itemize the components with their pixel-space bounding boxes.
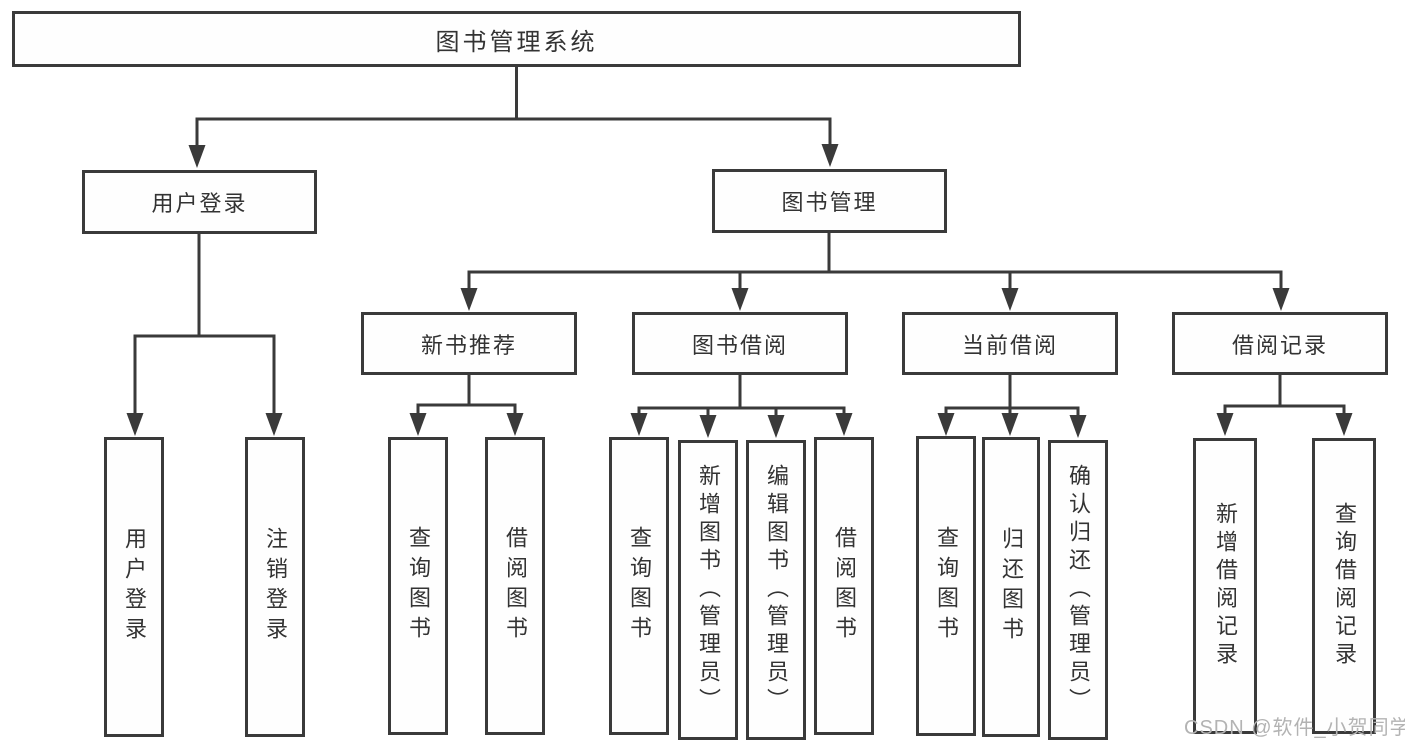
node-logout-action: 注销登录 xyxy=(245,437,305,737)
node-br-query-record: 查询借阅记录 xyxy=(1312,438,1376,734)
node-borrowing-records: 借阅记录 xyxy=(1172,312,1388,375)
node-new-book-recommendation: 新书推荐 xyxy=(361,312,577,375)
node-bb-borrow-books: 借阅图书 xyxy=(814,437,874,735)
node-root: 图书管理系统 xyxy=(12,11,1021,67)
node-bb-add-books-admin: 新增图书（管理员） xyxy=(678,440,738,740)
node-cb-return-books: 归还图书 xyxy=(982,437,1040,737)
node-user-login: 用户登录 xyxy=(82,170,317,234)
node-book-management: 图书管理 xyxy=(712,169,947,233)
node-book-borrowing: 图书借阅 xyxy=(632,312,848,375)
node-br-add-record: 新增借阅记录 xyxy=(1193,438,1257,734)
node-nbr-query-books: 查询图书 xyxy=(388,437,448,735)
node-cb-confirm-return-admin: 确认归还（管理员） xyxy=(1048,440,1108,740)
node-bb-query-books: 查询图书 xyxy=(609,437,669,735)
node-current-borrowing: 当前借阅 xyxy=(902,312,1118,375)
watermark: CSDN @软件_小贺同学 xyxy=(1184,717,1405,739)
node-bb-edit-books-admin: 编辑图书（管理员） xyxy=(746,440,806,740)
node-user-login-action: 用户登录 xyxy=(104,437,164,737)
node-cb-query-books: 查询图书 xyxy=(916,436,976,736)
node-nbr-borrow-books: 借阅图书 xyxy=(485,437,545,735)
